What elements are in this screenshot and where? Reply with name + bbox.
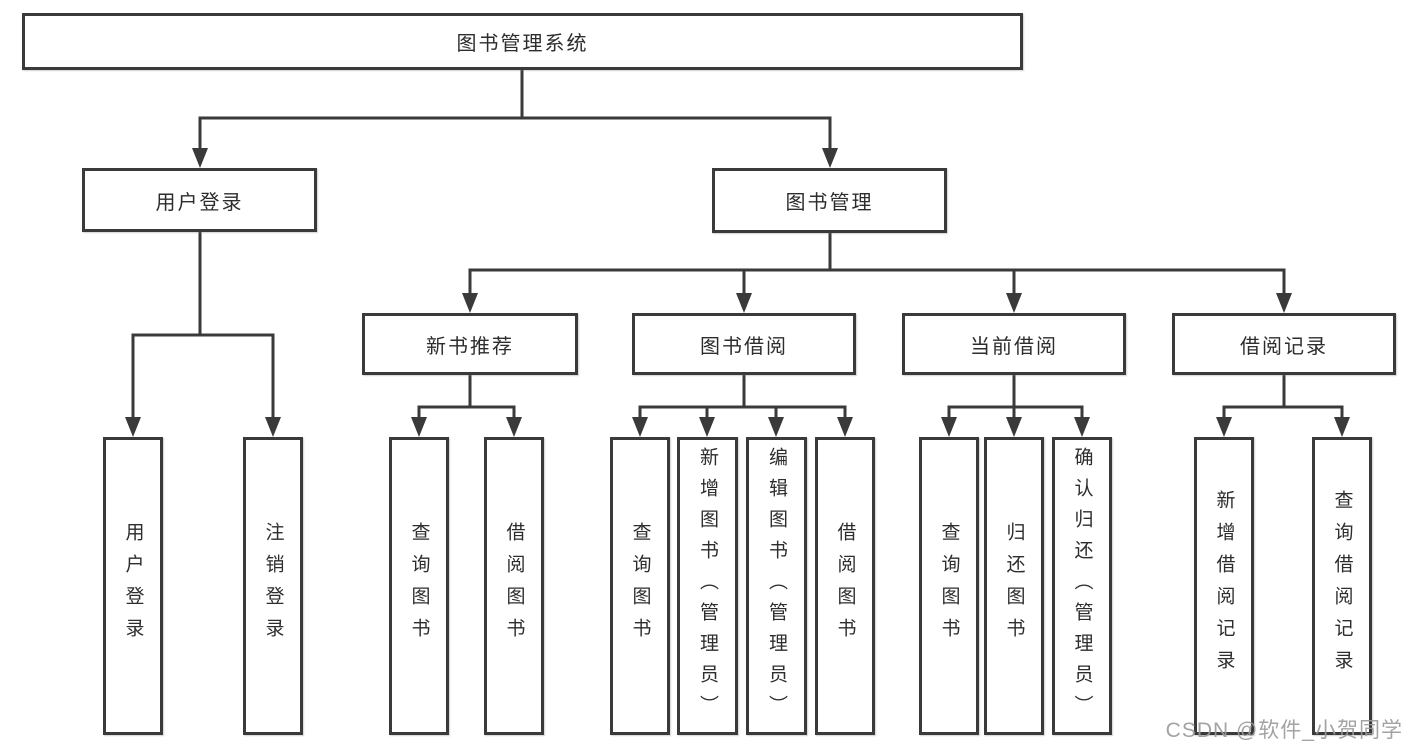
node-leaf-add-borrow-record: 新增借阅记录 (1194, 437, 1254, 735)
node-leaf-query-books-current: 查询图书 (919, 437, 979, 735)
arrow-down-icon (1216, 417, 1232, 437)
arrowheads (125, 148, 1350, 437)
node-user-login-label: 用户登录 (155, 191, 244, 214)
arrow-down-icon (736, 293, 752, 313)
node-leaf-query-books-borrow: 查询图书 (610, 437, 670, 735)
node-leaf-borrow-books-recommend: 借阅图书 (484, 437, 544, 735)
arrow-down-icon (941, 417, 957, 437)
edge-book-borrow-children (638, 375, 847, 421)
arrow-down-icon (699, 417, 715, 437)
node-leaf-confirm-return-admin: 确认归还（管理员） (1052, 437, 1112, 735)
node-book-borrow: 图书借阅 (632, 313, 856, 375)
node-borrow-records: 借阅记录 (1172, 313, 1396, 375)
leaf-label: 借阅图书 (503, 522, 525, 650)
arrow-down-icon (632, 417, 648, 437)
arrow-down-icon (1006, 293, 1022, 313)
edge-root-stem (198, 70, 832, 150)
leaf-label: 归还图书 (1003, 522, 1025, 650)
arrow-down-icon (125, 417, 141, 437)
node-borrow-records-label: 借阅记录 (1240, 335, 1328, 358)
leaf-label: 新增借阅记录 (1213, 490, 1235, 682)
node-new-book-recommend-label: 新书推荐 (426, 335, 514, 358)
leaf-label: 注销登录 (262, 522, 284, 650)
node-root: 图书管理系统 (22, 13, 1023, 70)
leaf-label: 确认归还（管理员） (1071, 446, 1093, 726)
node-leaf-return-book: 归还图书 (984, 437, 1044, 735)
edge-user-login-children (131, 232, 275, 421)
leaf-label: 新增图书（管理员） (697, 446, 718, 726)
node-root-label: 图书管理系统 (456, 33, 589, 55)
edge-book-management-children (468, 233, 1286, 296)
node-book-management-label: 图书管理 (785, 192, 874, 214)
node-leaf-edit-book-admin: 编辑图书（管理员） (746, 437, 807, 735)
node-book-borrow-label: 图书借阅 (700, 335, 788, 358)
arrow-down-icon (768, 417, 784, 437)
arrow-down-icon (506, 417, 522, 437)
node-user-login: 用户登录 (82, 168, 317, 232)
node-leaf-query-borrow-record: 查询借阅记录 (1312, 437, 1372, 735)
leaf-label: 查询图书 (938, 522, 960, 650)
arrow-down-icon (1006, 417, 1022, 437)
arrow-down-icon (822, 148, 838, 168)
arrow-down-icon (1276, 293, 1292, 313)
node-leaf-borrow-books: 借阅图书 (815, 437, 875, 735)
arrow-down-icon (462, 293, 478, 313)
arrow-down-icon (265, 417, 281, 437)
node-new-book-recommend: 新书推荐 (362, 313, 578, 375)
leaf-label: 编辑图书（管理员） (766, 446, 787, 726)
node-current-borrow: 当前借阅 (902, 313, 1126, 375)
node-leaf-add-book-admin: 新增图书（管理员） (677, 437, 738, 735)
node-current-borrow-label: 当前借阅 (970, 335, 1058, 358)
arrow-down-icon (1334, 417, 1350, 437)
leaf-label: 查询图书 (629, 522, 651, 650)
arrow-down-icon (837, 417, 853, 437)
leaf-label: 查询图书 (408, 522, 430, 650)
leaf-label: 查询借阅记录 (1331, 490, 1353, 682)
edge-new-book-children (417, 375, 516, 421)
arrow-down-icon (192, 148, 208, 168)
node-leaf-logout: 注销登录 (243, 437, 303, 735)
leaf-label: 用户登录 (122, 522, 144, 650)
node-book-management: 图书管理 (712, 168, 947, 233)
arrow-down-icon (411, 417, 427, 437)
node-leaf-user-login: 用户登录 (103, 437, 163, 735)
watermark: CSDN @软件_小贺同学 (1165, 719, 1403, 742)
edge-current-borrow-children (947, 375, 1084, 421)
arrow-down-icon (1074, 417, 1090, 437)
edge-borrow-records-children (1222, 375, 1344, 421)
node-leaf-query-books-recommend: 查询图书 (389, 437, 449, 735)
leaf-label: 借阅图书 (834, 522, 856, 650)
